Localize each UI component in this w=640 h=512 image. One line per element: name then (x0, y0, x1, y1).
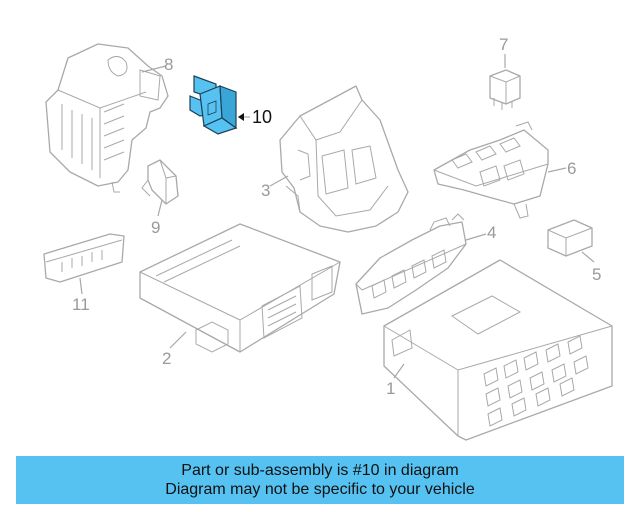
part-10-fuse-highlighted[interactable] (189, 75, 238, 135)
callout-11: 11 (72, 295, 90, 314)
part-1-fuse-box[interactable] (383, 259, 613, 441)
callout-8: 8 (164, 55, 173, 74)
callout-numbers: 8 7 10 9 3 6 4 5 11 2 1 (72, 35, 601, 398)
parts-diagram: 8 7 10 9 3 6 4 5 11 2 1 (43, 35, 613, 441)
part-2-control-module[interactable] (139, 223, 341, 353)
part-4-connector-strip[interactable] (355, 213, 467, 315)
callout-2: 2 (162, 349, 171, 368)
callout-7: 7 (499, 35, 508, 54)
callout-10: 10 (252, 107, 272, 127)
caption-line-1: Part or sub-assembly is #10 in diagram (181, 462, 459, 479)
callout-5: 5 (592, 265, 601, 284)
callout-4: 4 (487, 223, 496, 242)
part-11-relay-plate[interactable] (43, 233, 125, 283)
part-9-small-fuse[interactable] (141, 159, 179, 205)
callout-9: 9 (151, 218, 160, 237)
part-7-relay[interactable] (489, 69, 521, 110)
part-6-relay-carrier[interactable] (433, 121, 549, 219)
caption-line-2: Diagram may not be specific to your vehi… (165, 481, 475, 498)
callout-lines (79, 54, 595, 379)
part-5-small-module[interactable] (547, 219, 593, 257)
callout-6: 6 (567, 159, 576, 178)
part-8-fuse-box-housing[interactable] (45, 43, 169, 193)
callout-3: 3 (261, 181, 270, 200)
part-3-bracket[interactable] (279, 85, 409, 233)
callout-1: 1 (386, 379, 395, 398)
caption-banner: Part or sub-assembly is #10 in diagram D… (16, 456, 624, 504)
